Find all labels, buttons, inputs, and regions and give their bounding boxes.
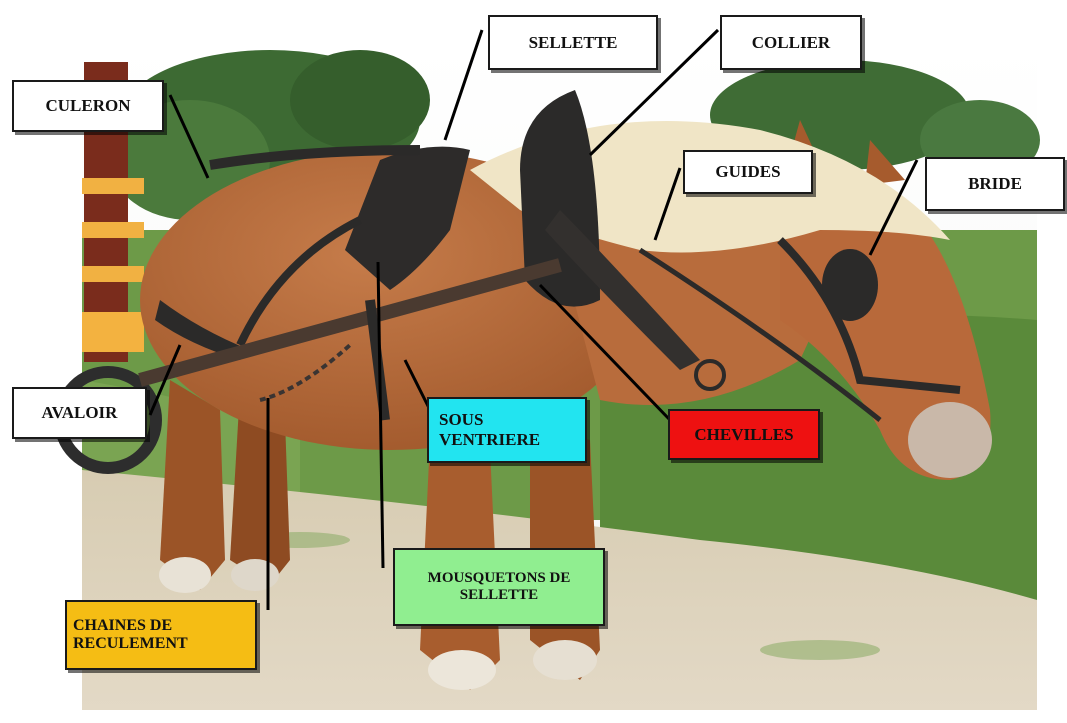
leader-collier — [588, 28, 720, 157]
leader-lines — [148, 28, 919, 610]
label-mousquetons-de-sellette: MOUSQUETONS DE SELLETTE — [393, 548, 605, 626]
label-bride: BRIDE — [925, 157, 1065, 211]
label-sellette: SELLETTE — [488, 15, 658, 70]
leader-mousquetons — [376, 261, 385, 569]
label-culeron: CULERON — [12, 80, 164, 132]
label-guides: GUIDES — [683, 150, 813, 194]
leader-sellette — [443, 29, 484, 141]
leader-sous-ventriere — [403, 359, 432, 411]
label-sous-ventriere: SOUS VENTRIERE — [427, 397, 587, 463]
label-chevilles: CHEVILLES — [668, 409, 820, 460]
label-chaines-de-reculement: CHAINES DE RECULEMENT — [65, 600, 257, 670]
leader-guides — [653, 167, 682, 241]
label-avaloir: AVALOIR — [12, 387, 147, 439]
leader-bride — [868, 159, 919, 256]
label-collier: COLLIER — [720, 15, 862, 70]
leader-avaloir — [148, 344, 182, 416]
leader-culeron — [168, 94, 210, 179]
leader-chevilles — [538, 283, 672, 422]
